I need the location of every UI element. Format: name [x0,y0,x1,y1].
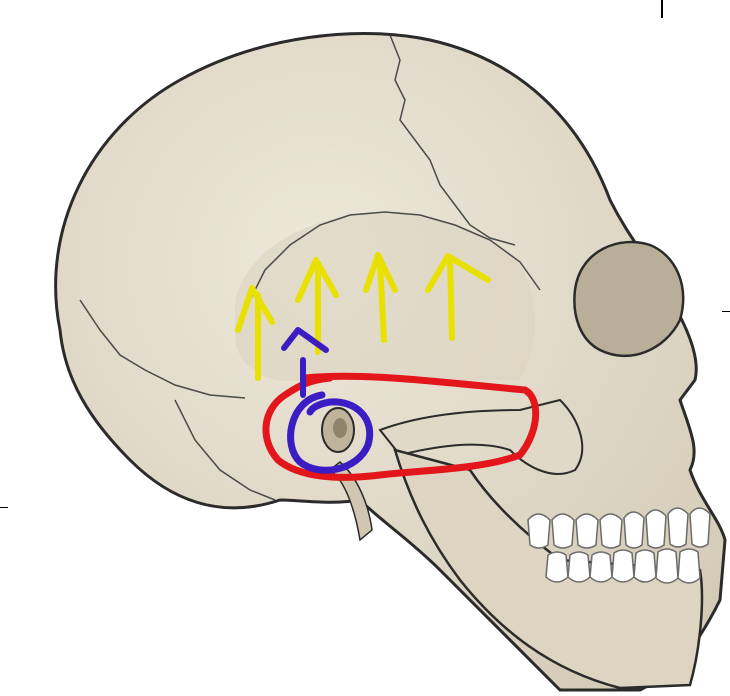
orbit [573,240,685,358]
blue-caret-arrow [281,327,329,398]
mastoid-process [328,461,373,542]
occipitomastoid-suture [174,399,276,501]
yellow-arrow-2 [295,257,339,355]
yellow-arrow-3 [363,252,398,343]
ear-canal-inner [333,418,347,438]
edge-tick-right [722,311,730,312]
edge-tick-left [0,507,8,508]
lower-teeth [545,548,701,584]
yellow-arrow-4 [425,253,491,341]
yellow-arrow-1 [235,285,275,381]
edge-tick-top [661,0,663,18]
zygomatic-arch [378,398,584,475]
red-loop [262,372,540,481]
yellow-up-arrows [235,252,491,381]
upper-teeth [527,507,711,549]
blue-circle [287,391,374,474]
coronal-suture [389,34,516,246]
lambdoid-suture [79,299,246,399]
squamosal-suture [249,211,541,301]
